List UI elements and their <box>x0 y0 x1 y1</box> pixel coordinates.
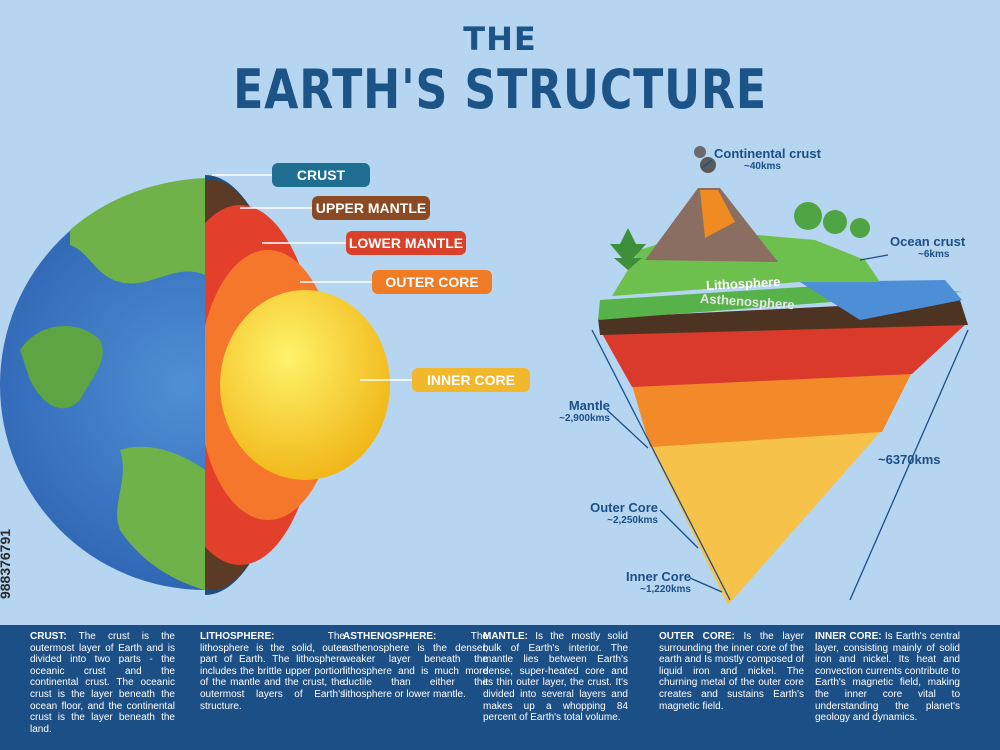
continent-mid <box>20 326 103 409</box>
label-crust: CRUST <box>272 163 370 187</box>
continental-crust-label: Continental crust ~40kms <box>714 146 821 172</box>
page-title: EARTH'S STRUCTURE <box>233 58 767 121</box>
desc-crust-text: The crust is the outermost layer of Eart… <box>30 631 175 735</box>
desc-mantle-term: MANTLE: <box>483 631 528 642</box>
desc-asthenosphere-text: The asthenosphere is the denser, weaker … <box>343 631 488 700</box>
desc-mantle-text: Is the mostly solid bulk of Earth's inte… <box>483 631 628 724</box>
tree-right-2 <box>823 210 847 234</box>
desc-lithosphere: LITHOSPHERE: The lithosphere is the soli… <box>200 631 345 712</box>
desc-lithosphere-term: LITHOSPHERE: <box>200 631 275 642</box>
desc-crust-term: CRUST: <box>30 631 67 642</box>
outer-core-label: Outer Core ~2,250kms <box>560 500 658 526</box>
tree-right-1 <box>794 202 822 230</box>
description-band: CRUST: The crust is the outermost layer … <box>0 625 1000 750</box>
label-outer-core: OUTER CORE <box>372 270 492 294</box>
stock-id-text: 988376791 <box>0 528 14 600</box>
label-upper-mantle: UPPER MANTLE <box>312 196 430 220</box>
desc-outer-core-text: Is the layer surrounding the inner core … <box>659 631 804 712</box>
mantle-depth: ~2,900kms <box>559 413 610 424</box>
wedge-ocean <box>800 280 962 320</box>
total-radius-label: ~6370kms <box>878 452 941 467</box>
desc-asthenosphere: ASTHENOSPHERE: The asthenosphere is the … <box>343 631 488 701</box>
continent-south <box>117 446 205 590</box>
wedge-outer-core <box>632 372 912 447</box>
desc-outer-core: OUTER CORE: Is the layer surrounding the… <box>659 631 804 712</box>
desc-outer-core-term: OUTER CORE: <box>659 631 735 642</box>
inner-core-layer <box>220 290 390 480</box>
lava <box>700 190 735 238</box>
mantle-name: Mantle <box>568 398 610 413</box>
inner-core-depth: ~1,220kms <box>640 584 691 595</box>
desc-lithosphere-text: The lithosphere is the solid, outer part… <box>200 631 345 712</box>
inner-core-name: Inner Core <box>625 569 691 584</box>
wedge-mantle <box>600 322 968 387</box>
stock-id: 988376791 <box>0 520 30 620</box>
continental-crust-name: Continental crust <box>714 146 821 161</box>
label-lower-mantle: LOWER MANTLE <box>346 231 466 255</box>
desc-crust: CRUST: The crust is the outermost layer … <box>30 631 175 735</box>
mantle-label: Mantle ~2,900kms <box>530 398 610 424</box>
desc-inner-core-text: Is Earth's central layer, consisting mai… <box>815 631 960 724</box>
outer-core-depth: ~2,250kms <box>607 515 658 526</box>
ocean-crust-name: Ocean crust <box>890 234 966 249</box>
title-the: THE <box>463 20 537 58</box>
tree-right-3 <box>850 218 870 238</box>
ocean-crust-label: Ocean crust ~6kms <box>890 234 965 260</box>
desc-asthenosphere-term: ASTHENOSPHERE: <box>343 631 437 642</box>
label-inner-core: INNER CORE <box>412 368 530 392</box>
desc-mantle: MANTLE: Is the mostly solid bulk of Eart… <box>483 631 628 724</box>
continental-crust-depth: ~40kms <box>744 161 781 172</box>
desc-inner-core: INNER CORE: Is Earth's central layer, co… <box>815 631 960 724</box>
outer-core-name: Outer Core <box>590 500 658 515</box>
continent-north <box>70 178 205 284</box>
cross-section-diagram <box>598 146 968 605</box>
desc-inner-core-term: INNER CORE: <box>815 631 882 642</box>
ocean-crust-depth: ~6kms <box>918 249 950 260</box>
inner-core-label: Inner Core ~1,220kms <box>595 569 691 595</box>
tree-left <box>610 228 646 270</box>
earth-cutaway <box>0 146 969 605</box>
wedge-inner-core <box>650 430 882 605</box>
